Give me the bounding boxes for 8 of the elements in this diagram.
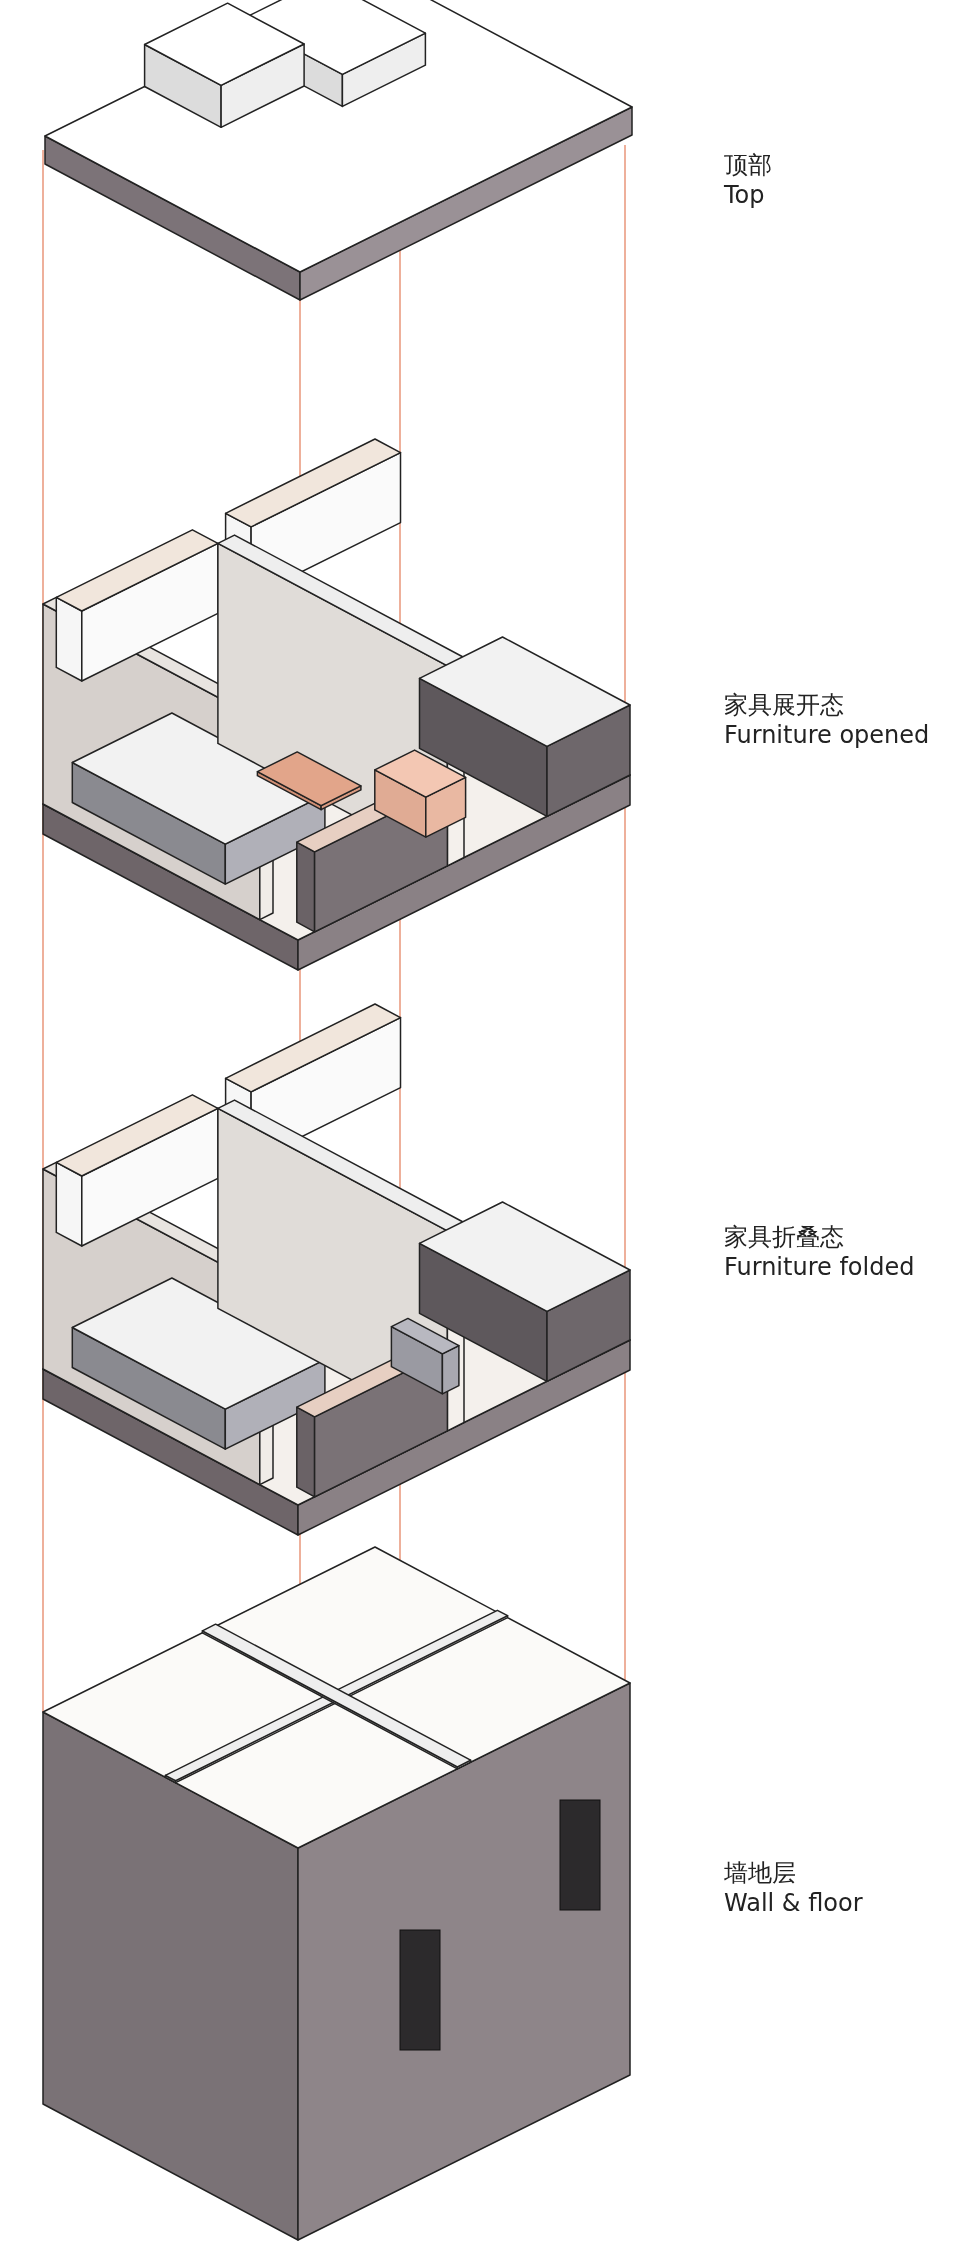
- layer-label: 顶部: [724, 150, 772, 180]
- layer-label: Wall & floor: [724, 1888, 863, 1918]
- layer-label: Top: [724, 180, 765, 210]
- layer-label: 墙地层: [724, 1858, 796, 1888]
- layer-label: 家具折叠态: [724, 1222, 844, 1252]
- layer-label: 家具展开态: [724, 690, 844, 720]
- layer-label: Furniture opened: [724, 720, 930, 750]
- layer-label: Furniture folded: [724, 1252, 915, 1282]
